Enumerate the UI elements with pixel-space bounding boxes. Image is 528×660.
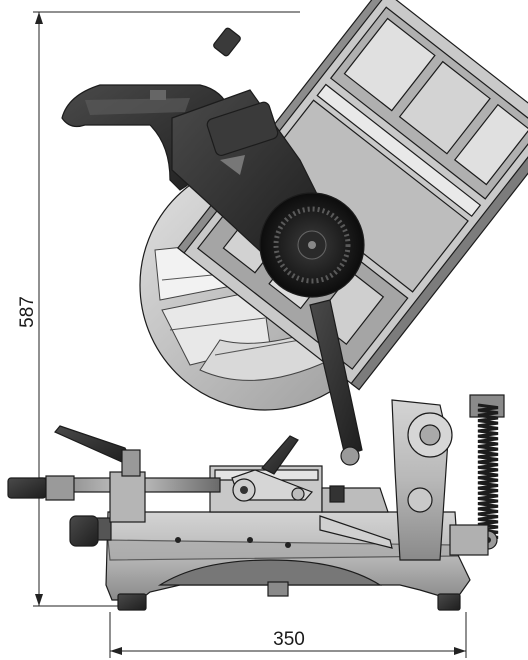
return-spring — [477, 403, 499, 542]
support-arm — [309, 299, 363, 466]
top-knob — [213, 27, 241, 57]
clamp-assembly — [7, 425, 345, 523]
height-label: 587 — [17, 296, 38, 328]
height-dimension: 587 — [17, 11, 300, 607]
motor-fan — [259, 192, 365, 298]
width-dimension: 350 — [109, 612, 467, 658]
width-label: 350 — [273, 629, 305, 650]
